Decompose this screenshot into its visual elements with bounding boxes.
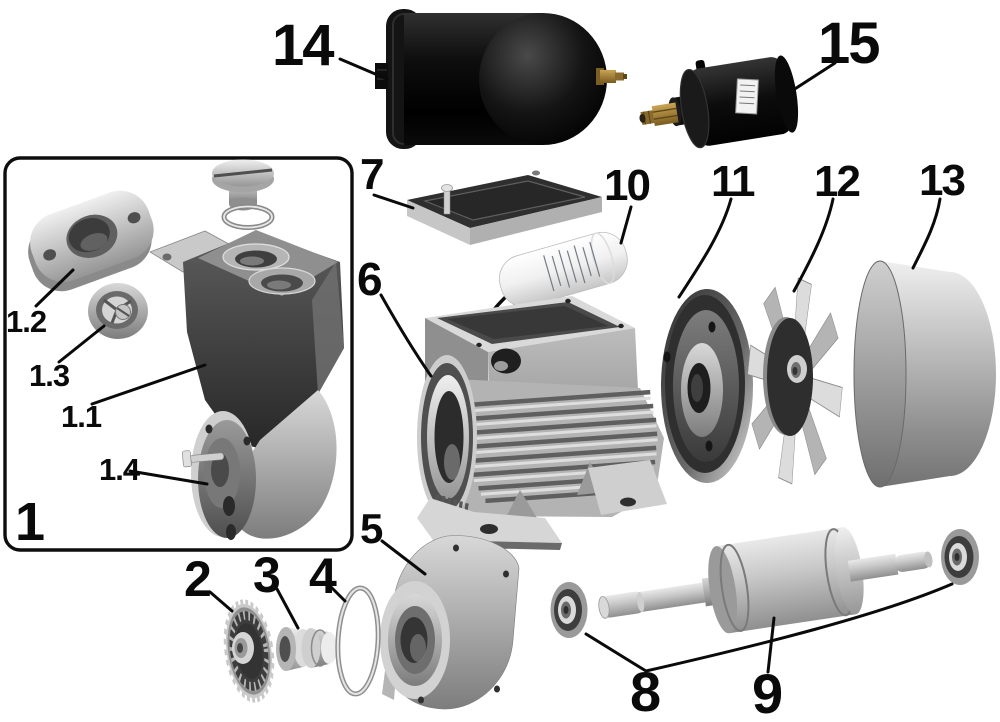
part-label-capacitor: 10: [604, 161, 651, 210]
leader-10: [619, 205, 633, 245]
leader-1-3: [57, 324, 106, 364]
part-label-motor-flange: 5: [360, 505, 383, 552]
part-label-mechanical-seal: 3: [253, 547, 281, 603]
motor-front-bore: [417, 355, 477, 519]
terminal-box-cover-7: [407, 170, 602, 245]
leader-1-1: [90, 363, 207, 406]
bearing-8-left: [550, 582, 588, 638]
part-label-pump-body: 1.1: [61, 399, 102, 434]
fill-plug: [212, 159, 274, 211]
part-label-assembly-group: 1: [15, 492, 45, 552]
switch-label: [735, 78, 759, 115]
flange-1-2: [28, 190, 154, 292]
leader-14: [338, 57, 389, 81]
leader-1-4: [128, 469, 209, 486]
leader-11: [677, 197, 733, 299]
pump-body-1-1: [149, 230, 344, 539]
plug-o-ring: [221, 204, 275, 230]
leader-4: [328, 584, 347, 603]
part-label-bearings: 8: [630, 660, 661, 722]
leader-15: [785, 61, 837, 96]
leader-6: [379, 293, 433, 378]
switch-brass-fitting: [639, 102, 679, 127]
leader-8-left: [584, 632, 648, 673]
pressure-tank-14: [375, 9, 627, 149]
pressure-switch-15: [639, 55, 799, 149]
part-label-impeller: 2: [184, 551, 212, 607]
mechanical-seal-3: [276, 627, 337, 671]
leader-2: [208, 590, 234, 613]
leader-12: [792, 197, 835, 293]
impeller-2: [222, 596, 276, 706]
rotor-shaft-9: [598, 527, 933, 634]
part-label-pump-cover: 1.4: [99, 452, 140, 487]
part-label-fan: 12: [814, 157, 861, 206]
leader-13: [911, 197, 942, 270]
part-label-end-cover: 11: [711, 157, 755, 206]
leader-8-right: [644, 582, 954, 673]
part-label-rotor: 9: [752, 662, 783, 722]
motor-flange-5: [380, 535, 520, 710]
fan-cover-13: [853, 260, 996, 488]
motor-housing-6: [417, 296, 667, 550]
rear-end-cover-11: [661, 289, 753, 483]
leader-7: [372, 193, 415, 210]
tank-air-valve: [596, 68, 627, 85]
part-label-motor-housing: 6: [357, 253, 383, 305]
bearing-8-right: [941, 529, 979, 585]
part-label-pressure-switch: 15: [818, 11, 880, 76]
leader-3: [275, 587, 300, 630]
leader-5: [380, 539, 427, 576]
assembly-group-1: [3, 156, 354, 552]
leader-lines: [34, 57, 954, 674]
pump-cover-1-4: [182, 411, 256, 540]
o-ring-4: [335, 585, 381, 697]
cover-screw-stud: [441, 170, 540, 215]
leader-9: [766, 616, 776, 674]
part-label-flange: 1.2: [6, 304, 47, 339]
cover-screw: [182, 450, 225, 468]
capacitor-label-text: [543, 241, 601, 292]
leader-1-2: [34, 268, 75, 308]
fan-12: [747, 277, 843, 485]
part-label-terminal-cover: 7: [360, 150, 385, 199]
part-label-pressure-tank: 14: [272, 13, 334, 78]
assembly-box-border: [3, 156, 354, 552]
part-label-check-valve: 1.3: [29, 358, 70, 393]
part-label-fan-cover: 13: [919, 156, 966, 205]
part-label-o-ring: 4: [309, 548, 337, 604]
